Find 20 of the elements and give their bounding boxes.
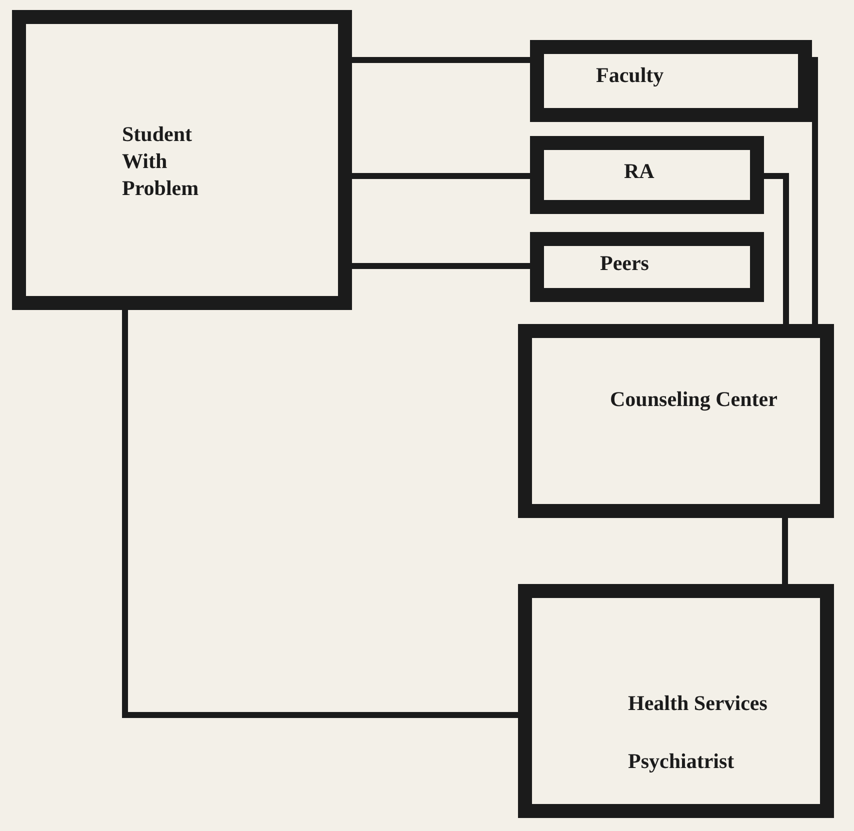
box-label: Student With Problem [122, 121, 200, 202]
connector-line [812, 57, 818, 324]
box-label: Counseling Center [610, 386, 778, 413]
connector-line [352, 57, 530, 63]
process-box [518, 584, 834, 818]
box-label: Health Services [628, 690, 768, 717]
process-box [12, 10, 352, 310]
process-box [530, 40, 812, 122]
connector-line [782, 518, 788, 584]
process-box [530, 232, 764, 302]
box-label: Psychiatrist [628, 748, 736, 775]
box-label: Peers [600, 250, 650, 277]
box-label: Faculty [596, 62, 665, 89]
connector-line [352, 173, 530, 179]
box-label: RA [624, 158, 656, 185]
connector-line [352, 263, 530, 269]
connector-line [122, 310, 518, 718]
process-box [518, 324, 834, 518]
process-box [530, 136, 764, 214]
connector-line [764, 173, 789, 324]
